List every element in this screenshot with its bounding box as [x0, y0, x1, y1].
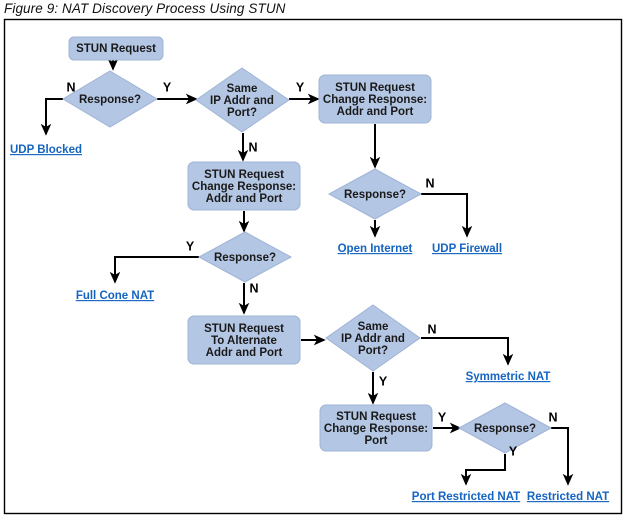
edge-labels-layer: N Y Y N N Y N N Y Y N Y — [66, 80, 557, 458]
node-change-response-addr-port-2[interactable]: STUN Request Change Response: Addr and P… — [187, 161, 301, 211]
node-response-decision-4-label: Response? — [474, 423, 536, 435]
node-response-decision-2-label: Response? — [344, 189, 406, 201]
edge-label-y-6: Y — [509, 444, 518, 458]
node-same-ip-decision-1-line1: Same — [227, 83, 258, 95]
node-response-decision-3[interactable]: Response? — [197, 231, 293, 283]
node-same-ip-decision-1-line2: IP Addr and — [210, 95, 274, 107]
terminal-udp-blocked[interactable]: UDP Blocked — [10, 144, 82, 156]
node-same-ip-decision-2-line2: IP Addr and — [341, 333, 405, 345]
node-change-response-addr-port-2-line3: Addr and Port — [206, 193, 283, 205]
edge-response-no-udp-blocked — [40, 98, 63, 136]
terminal-restricted-nat[interactable]: Restricted NAT — [527, 491, 609, 503]
edge-response3-yes-full-cone-nat — [109, 256, 199, 284]
edges-layer — [40, 58, 574, 486]
node-response-decision-3-label: Response? — [214, 252, 276, 264]
node-change-response-addr-port-2-line2: Change Response: — [192, 181, 296, 193]
edge-label-n-5: N — [427, 322, 436, 336]
terminal-symmetric-nat[interactable]: Symmetric NAT — [466, 371, 551, 383]
node-change-response-port-line1: STUN Request — [336, 411, 416, 423]
node-same-ip-decision-2-line3: Port? — [358, 345, 388, 357]
edge-label-n-1: N — [66, 80, 75, 94]
node-change-response-addr-port-1-line1: STUN Request — [335, 82, 415, 94]
node-same-ip-decision-2[interactable]: Same IP Addr and Port? — [325, 304, 421, 372]
terminal-full-cone-nat[interactable]: Full Cone NAT — [76, 290, 154, 302]
edge-label-y-3: Y — [186, 239, 195, 253]
terminal-port-restricted-nat[interactable]: Port Restricted NAT — [412, 491, 520, 503]
node-stun-request-alternate-line1: STUN Request — [204, 323, 284, 335]
edge-same-ip2-no-symmetric-nat — [421, 337, 514, 366]
node-same-ip-decision-1-line3: Port? — [227, 107, 257, 119]
node-stun-request-alternate-line2: To Alternate — [211, 335, 277, 347]
node-response-decision-1[interactable]: Response? — [62, 70, 158, 128]
node-stun-request-label: STUN Request — [76, 43, 156, 55]
node-change-response-addr-port-1[interactable]: STUN Request Change Response: Addr and P… — [318, 74, 432, 124]
node-change-response-addr-port-1-line3: Addr and Port — [337, 106, 414, 118]
edge-response4-no-restricted-nat — [551, 427, 574, 486]
edge-response2-no-udp-firewall — [421, 193, 473, 238]
edge-response4-yes-port-restricted-nat — [460, 454, 506, 486]
terminal-udp-firewall[interactable]: UDP Firewall — [432, 243, 502, 255]
node-response-decision-4[interactable]: Response? — [457, 402, 553, 454]
edge-label-y-1: Y — [163, 80, 172, 94]
node-stun-request-alternate[interactable]: STUN Request To Alternate Addr and Port — [187, 315, 301, 365]
node-change-response-port-line3: Port — [365, 435, 388, 447]
edge-label-y-5: Y — [438, 410, 447, 424]
edge-label-n-6: N — [548, 410, 557, 424]
edge-label-n-3: N — [425, 176, 434, 190]
nodes-layer: STUN Request Response? UDP Blocked Same … — [10, 36, 609, 503]
node-same-ip-decision-2-line1: Same — [358, 321, 389, 333]
edge-label-n-4: N — [249, 281, 258, 295]
node-stun-request-alternate-line3: Addr and Port — [206, 347, 283, 359]
terminal-open-internet[interactable]: Open Internet — [338, 243, 413, 255]
node-response-decision-2[interactable]: Response? — [327, 168, 423, 220]
node-change-response-port-line2: Change Response: — [324, 423, 428, 435]
edge-label-n-2: N — [248, 140, 257, 154]
node-change-response-addr-port-2-line1: STUN Request — [204, 169, 284, 181]
edge-label-y-2: Y — [296, 80, 305, 94]
node-same-ip-decision-1[interactable]: Same IP Addr and Port? — [195, 67, 290, 133]
node-change-response-port[interactable]: STUN Request Change Response: Port — [319, 404, 433, 452]
node-change-response-addr-port-1-line2: Change Response: — [323, 94, 427, 106]
figure-title: Figure 9: NAT Discovery Process Using ST… — [4, 1, 286, 16]
edge-label-y-4: Y — [379, 374, 388, 388]
node-response-decision-1-label: Response? — [79, 94, 141, 106]
node-stun-request[interactable]: STUN Request — [68, 36, 164, 61]
